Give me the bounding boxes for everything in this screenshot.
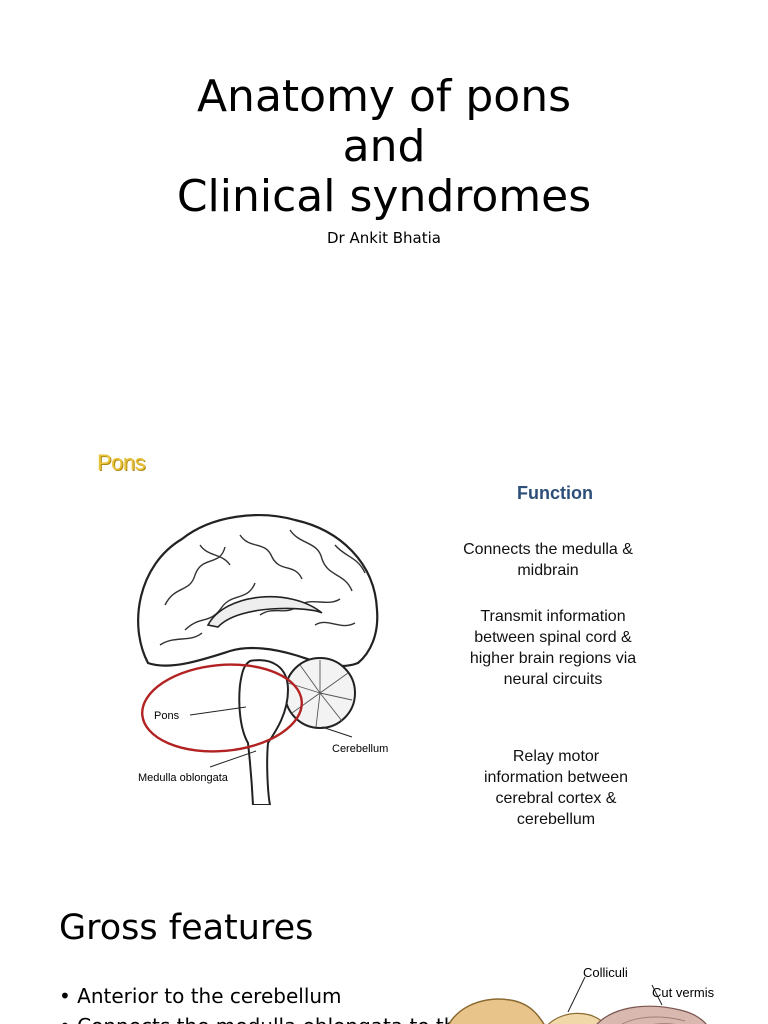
brainstem-dorsal-illustration: Colliculi Cut vermis [448, 965, 715, 1024]
pons-highlight-circle [141, 663, 303, 753]
pons-heading: Pons [97, 450, 146, 475]
tan-structure [448, 998, 545, 1024]
bullet-text-1: Anterior to the cerebellum [77, 984, 342, 1008]
bullet-item-1: • Anterior to the cerebellum [59, 984, 342, 1008]
title-slide: Anatomy of pons and Clinical syndromes D… [0, 0, 768, 420]
cerebrum-outline [137, 514, 379, 668]
function-title: Function [517, 483, 593, 503]
function-item-2: Transmit information between spinal cord… [469, 608, 637, 688]
label-cerebellum: Cerebellum [332, 743, 388, 755]
title-line-1: Anatomy of pons [196, 71, 572, 122]
function-item-1: Connects the medulla & midbrain [463, 541, 633, 579]
pons-function-slide: Pons [0, 420, 768, 880]
cerebellum-pointer [321, 726, 353, 738]
title-line-3: Clinical syndromes [176, 171, 592, 222]
brain-sagittal-illustration: Pons Cerebellum Medulla oblongata [137, 514, 388, 805]
function-item-3: Relay motor information between cerebral… [483, 748, 629, 828]
cut-vermis-shape [596, 1005, 707, 1024]
bullet-text-2: Connects the medulla oblongata to the [77, 1014, 469, 1024]
label-pons: Pons [154, 710, 180, 722]
pons-pointer [189, 706, 247, 716]
title-line-2: and [342, 121, 426, 172]
brainstem-shape [238, 659, 290, 805]
label-colliculi: Colliculi [583, 965, 628, 980]
label-medulla-oblongata: Medulla oblongata [138, 772, 229, 784]
arbor-vitae [287, 660, 353, 728]
corpus-callosum [206, 595, 323, 628]
author-name: Dr Ankit Bhatia [327, 229, 441, 247]
bullet-item-2: • Connects the medulla oblongata to the [59, 1014, 469, 1024]
gross-features-title: Gross features [59, 908, 314, 948]
label-cut-vermis: Cut vermis [652, 985, 715, 1000]
gross-features-slide: Gross features • Anterior to the cerebel… [0, 880, 768, 1024]
medulla-pointer [209, 750, 257, 768]
colliculi-shape [547, 1012, 606, 1024]
